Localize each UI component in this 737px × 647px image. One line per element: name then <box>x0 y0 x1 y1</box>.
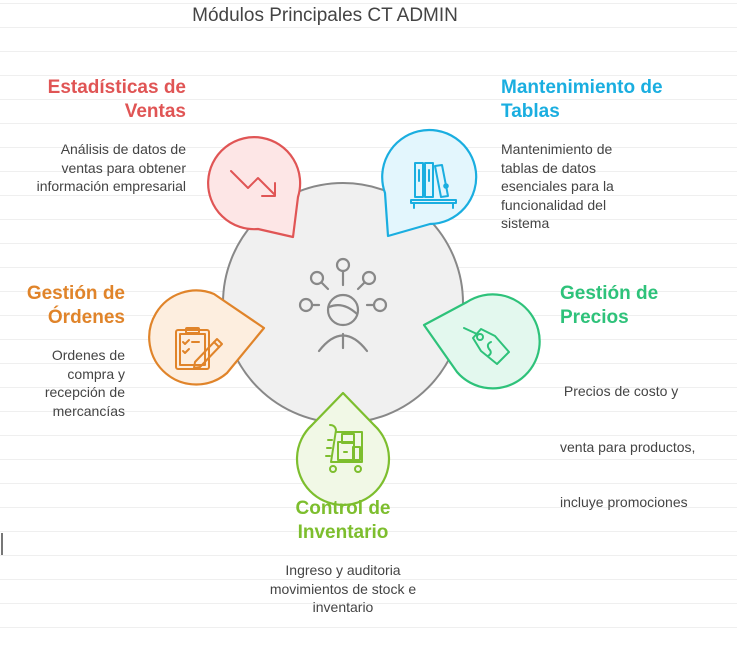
text-cursor <box>1 533 3 555</box>
desc-line: mercancías <box>52 402 125 419</box>
marker-mantenimiento <box>381 128 478 238</box>
desc-line: compra y <box>67 365 125 382</box>
title-line: Precios <box>560 307 629 328</box>
marker-inventario <box>295 391 391 507</box>
desc-line: funcionalidad del <box>501 196 607 213</box>
person-network-icon <box>298 257 388 353</box>
clipboard-pencil-icon <box>175 327 223 370</box>
price-tag-icon <box>463 327 510 365</box>
desc-line: sistema <box>501 215 550 231</box>
desc-line: Ingreso y auditoria <box>285 562 401 578</box>
desc-line: recepción de <box>44 384 125 400</box>
desc-line: esenciales para la <box>501 178 614 194</box>
module-title-inventario: Control de Inventario <box>243 497 443 545</box>
title-line: Tablas <box>501 101 560 122</box>
marker-ordenes <box>148 289 266 386</box>
module-title-precios: Gestión de Precios <box>560 282 730 330</box>
module-title-mantenimiento: Mantenimiento de Tablas <box>501 76 721 124</box>
desc-line: incluye promociones <box>560 494 688 510</box>
module-desc-inventario: Ingreso y auditoria movimientos de stock… <box>243 561 443 617</box>
desc-line: inventario <box>312 599 374 615</box>
desc-line: información empresarial <box>36 178 186 194</box>
title-line: Gestión de <box>560 283 659 304</box>
trend-down-icon <box>230 170 276 197</box>
title-line: Mantenimiento de <box>501 77 663 98</box>
page-title: Módulos Principales CT ADMIN <box>192 5 458 26</box>
desc-line: Ordenes de <box>51 347 125 363</box>
desc-line: Mantenimiento de <box>501 141 613 157</box>
module-title-estadisticas: Estadísticas de Ventas <box>20 76 186 124</box>
binders-shelf-icon <box>410 162 457 209</box>
desc-line: ventas para obtener <box>61 159 186 176</box>
title-line: Inventario <box>297 522 389 543</box>
inventory-cart-icon <box>325 424 363 473</box>
module-title-ordenes: Gestión de Órdenes <box>10 282 125 330</box>
marker-precios <box>422 293 541 390</box>
module-desc-precios: Precios de costo y venta para productos,… <box>560 345 737 530</box>
module-desc-ordenes: Ordenes de compra y recepción de mercanc… <box>10 346 125 420</box>
title-line: Órdenes <box>47 307 125 328</box>
desc-line: Precios de costo y <box>560 383 679 399</box>
module-desc-estadisticas: Análisis de datos de ventas para obtener… <box>20 140 186 196</box>
desc-line: movimientos de stock e <box>269 580 417 597</box>
title-line: Control de <box>295 498 391 519</box>
module-desc-mantenimiento: Mantenimiento de tablas de datos esencia… <box>501 140 701 233</box>
title-line: Gestión de <box>26 283 125 304</box>
desc-line: Análisis de datos de <box>60 141 186 157</box>
desc-line: venta para productos, <box>560 438 696 455</box>
marker-estadisticas <box>207 136 302 239</box>
desc-line: tablas de datos <box>501 159 596 176</box>
title-line: Estadísticas de <box>47 77 186 98</box>
title-line: Ventas <box>124 101 186 122</box>
